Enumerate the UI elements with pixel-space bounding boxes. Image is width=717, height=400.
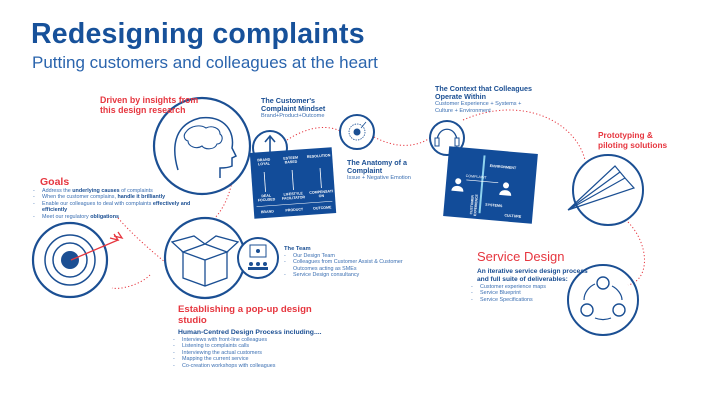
goals-list: Address the underlying causes of complai…	[33, 188, 193, 220]
arrow-icon	[70, 231, 124, 261]
service-design-list: Customer experience maps Service Bluepri…	[471, 284, 617, 304]
studio-list: Interviews with front-line colleagues Li…	[173, 337, 378, 369]
goal-item: Address the underlying causes of complai…	[33, 188, 193, 195]
goal-item: Meet our regulatory obligations	[33, 214, 193, 221]
studio-item: Interviews with front-line colleagues	[173, 337, 378, 344]
team-item: Colleagues from Customer Assist & Custom…	[284, 259, 404, 272]
goals-section: Goals Address the underlying causes of c…	[33, 176, 193, 220]
panel-label: LIFESTYLE FACILITATOR	[281, 191, 306, 202]
deliverable-item: Service Blueprint	[471, 290, 617, 297]
studio-item: Interviewing the actual customers	[173, 350, 378, 357]
paper-plane-icon	[567, 154, 644, 226]
mindset-panel	[249, 147, 337, 219]
team-item: Our Design Team	[284, 253, 404, 260]
panel-label-culture: CULTURE	[504, 213, 522, 219]
deliverable-item: Service Specifications	[471, 297, 617, 304]
studio-item: Co-creation workshops with colleagues	[173, 363, 378, 370]
panel-label-systems: SYSTEMS	[485, 203, 503, 209]
target-icon	[31, 221, 109, 299]
panel-label-environment: ENVIRONMENT	[489, 164, 517, 170]
page-subtitle: Putting customers and colleagues at the …	[32, 53, 378, 72]
goal-item: When the customer complains, handle it b…	[33, 194, 193, 201]
team-item: Service Design consultancy	[284, 272, 404, 279]
panel-label: BRAND LOYAL	[257, 157, 271, 167]
team-section: The Team Our Design Team Colleagues from…	[284, 246, 404, 279]
studio-item: Listening to complaints calls	[173, 343, 378, 350]
anatomy-label: The Anatomy of a Complaint Issue + Negat…	[347, 158, 411, 182]
studio-item: Mapping the current service	[173, 356, 378, 363]
goals-heading: Goals	[40, 176, 70, 188]
mindset-panel-labels: BRAND LOYAL ESTEEM BASED RESOLUTION DEAL…	[250, 149, 336, 219]
brain-head-icon	[152, 96, 252, 196]
dotted-connector-goal	[111, 274, 151, 289]
complaint-target-icon	[339, 114, 375, 150]
panel-label: BRAND	[260, 209, 274, 215]
panel-label: RESOLUTION	[306, 153, 331, 159]
deliverable-item: Customer experience maps	[471, 284, 617, 291]
team-presentation-icon	[237, 237, 279, 279]
panel-label: DEAL FOCUSED	[257, 193, 276, 203]
studio-subheading: Human-Centred Design Process including..…	[178, 329, 322, 336]
prototyping-heading: Prototyping &piloting solutions	[598, 130, 668, 150]
context-label: The Context that Colleagues Operate With…	[435, 84, 533, 114]
service-design-heading: Service Design	[477, 249, 565, 264]
team-list: Our Design Team Colleagues from Customer…	[284, 253, 404, 279]
mindset-label: The Customer's Complaint Mindset Brand+P…	[261, 96, 326, 120]
panel-label: COMPENSATION	[309, 189, 334, 199]
panel-label: PRODUCT	[285, 207, 304, 213]
service-design-section: Service Design An iterative service desi…	[471, 249, 617, 304]
panel-label: ESTEEM BASED	[283, 155, 299, 165]
panel-label: OUTCOME	[312, 205, 332, 211]
open-box-icon	[163, 216, 247, 300]
goal-item: Enable our colleagues to deal with compl…	[33, 201, 193, 214]
page-title: Redesigning complaints	[31, 18, 365, 50]
team-heading: The Team	[284, 246, 311, 252]
panel-label-complaint: COMPLAINT	[466, 174, 488, 180]
context-panel: ENVIRONMENT COMPLAINT SYSTEMS CULTURE	[443, 146, 538, 224]
